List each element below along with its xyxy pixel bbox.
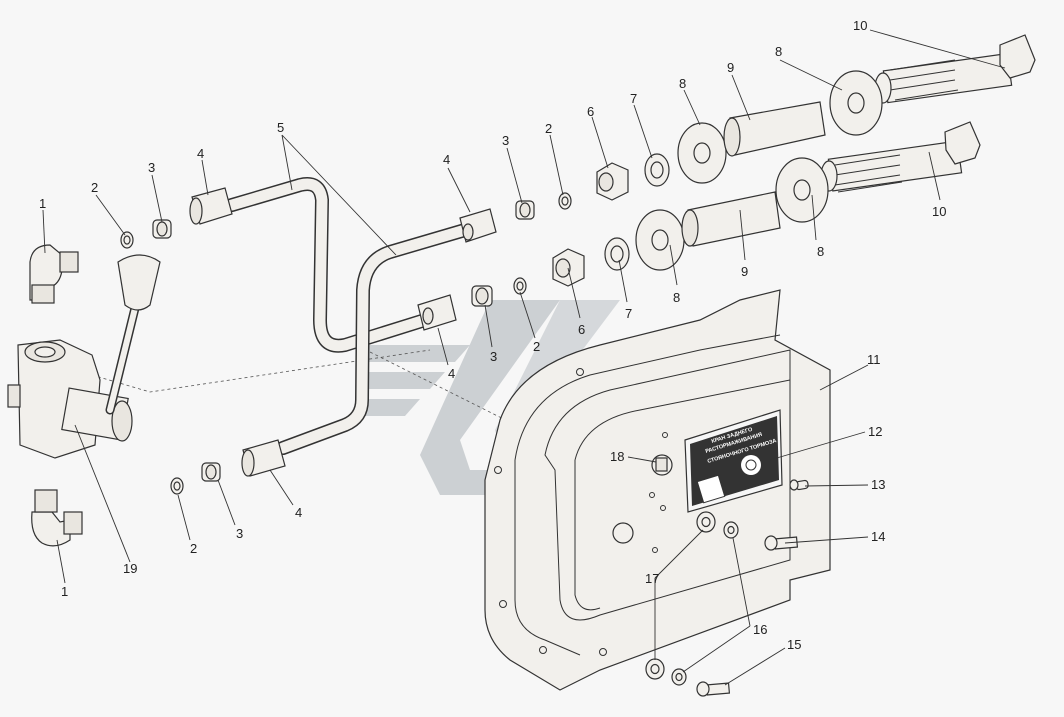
callout-2-b: 2: [545, 121, 552, 136]
lock-washer-16-upper: [723, 521, 739, 539]
washer-2-b: [558, 192, 572, 210]
washer-17-lower: [645, 658, 665, 680]
callout-13: 13: [871, 477, 885, 492]
callout-4-c: 4: [448, 366, 455, 381]
callout-1-lower: 1: [61, 584, 68, 599]
screw-15: [696, 681, 731, 697]
callout-4-b: 4: [443, 152, 450, 167]
callout-4-a: 4: [197, 146, 204, 161]
split-washer-7-lower: [604, 237, 630, 271]
nut-6-upper: [596, 162, 629, 201]
screw-14: [764, 535, 799, 551]
callout-3-a: 3: [148, 160, 155, 175]
callout-8-a: 8: [679, 76, 686, 91]
bushing-3-a: [152, 219, 172, 239]
callout-10-upper: 10: [853, 18, 867, 33]
callout-2-c: 2: [533, 339, 540, 354]
callout-11: 11: [867, 352, 881, 367]
callout-5: 5: [277, 120, 284, 135]
callout-16: 16: [753, 622, 767, 637]
callout-2-a: 2: [91, 180, 98, 195]
washer-17-upper: [696, 511, 716, 533]
elbow-fitting-1-upper: [29, 244, 79, 304]
assembly-line-1: [91, 349, 431, 393]
bolt-10-upper: [874, 34, 1036, 104]
nameplate: КРАН ЗАДНЕГО РАСТОРМАЖИВАНИЯ СТОЯНОЧНОГО…: [684, 409, 783, 513]
spacer-9-lower: [681, 191, 781, 247]
callout-10-lower: 10: [932, 204, 946, 219]
callout-3-d: 3: [236, 526, 243, 541]
callout-6-upper: 6: [587, 104, 594, 119]
washer-8-c: [677, 122, 727, 184]
callout-6-lower: 6: [578, 322, 585, 337]
union-nut-4-a: [189, 187, 233, 225]
callout-14: 14: [871, 529, 885, 544]
callout-17: 17: [645, 571, 659, 586]
callout-2-d: 2: [190, 541, 197, 556]
leader-lines: [42, 29, 1006, 686]
union-nut-4-d: [241, 439, 286, 477]
callout-4-d: 4: [295, 505, 302, 520]
callout-7-upper: 7: [630, 91, 637, 106]
valve-19: [7, 254, 161, 459]
callout-9-upper: 9: [727, 60, 734, 75]
brake-symbol-icon: [741, 455, 761, 475]
callout-3-b: 3: [502, 133, 509, 148]
callout-18: 18: [610, 449, 624, 464]
lock-washer-16-lower: [671, 668, 687, 686]
nut-6-lower: [552, 248, 585, 287]
callout-labels: 1 1 2 2 2 2 3 3 3 3 4 4 4 4 5 6 6 7 7 8 …: [39, 18, 946, 652]
callout-12: 12: [868, 424, 882, 439]
washer-8-a: [829, 70, 883, 136]
screw-13: [789, 479, 809, 491]
lever-knob: [117, 254, 161, 311]
callout-8-c: 8: [817, 244, 824, 259]
callout-19: 19: [123, 561, 137, 576]
washer-8-d: [635, 209, 685, 271]
callout-7-lower: 7: [625, 306, 632, 321]
washer-8-b: [775, 157, 829, 223]
gauge-icon: [696, 474, 726, 504]
washer-2-d: [170, 477, 184, 495]
panel: [484, 289, 831, 691]
callout-1-upper: 1: [39, 196, 46, 211]
callout-9-lower: 9: [741, 264, 748, 279]
tube-5: [225, 177, 472, 455]
elbow-fitting-1-lower: [31, 489, 83, 547]
callout-15: 15: [787, 637, 801, 652]
square-insert: [651, 454, 673, 476]
washer-2-c: [513, 277, 527, 295]
callout-8-d: 8: [673, 290, 680, 305]
union-nut-4-b: [459, 208, 497, 243]
split-washer-7-upper: [644, 153, 670, 187]
bushing-3-b: [515, 200, 535, 220]
bushing-3-d: [201, 462, 221, 482]
washer-2-a: [120, 231, 134, 249]
callout-8-b: 8: [775, 44, 782, 59]
union-nut-4-c: [417, 294, 457, 331]
spacer-9-upper: [723, 101, 826, 157]
bushing-3-c: [471, 285, 493, 307]
callout-3-c: 3: [490, 349, 497, 364]
